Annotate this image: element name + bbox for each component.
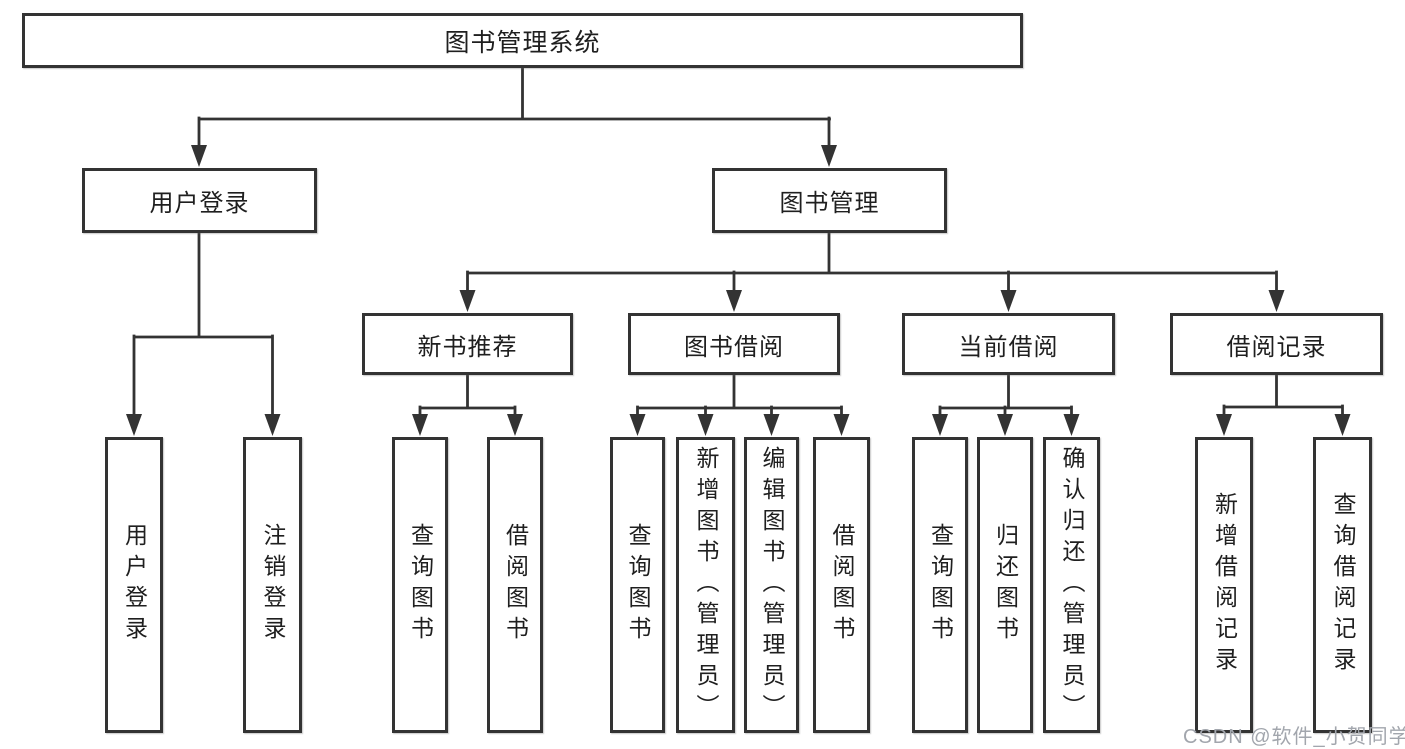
leaf-add-book-admin: 新增图书（管理员） bbox=[676, 437, 735, 733]
node-user-login: 用户登录 bbox=[82, 168, 317, 233]
csdn-watermark: CSDN @软件_小贺同学 bbox=[1183, 726, 1405, 748]
leaf-query-books-borrow: 查询图书 bbox=[610, 437, 665, 733]
leaf-borrow-books-recommend: 借阅图书 bbox=[487, 437, 543, 733]
leaf-user-login: 用户登录 bbox=[105, 437, 163, 733]
leaf-label: 注销登录 bbox=[260, 523, 286, 647]
node-label: 图书管理系统 bbox=[444, 28, 601, 57]
node-label: 借阅记录 bbox=[1226, 333, 1327, 361]
leaf-edit-book-admin: 编辑图书（管理员） bbox=[744, 437, 799, 733]
leaf-query-books-current: 查询图书 bbox=[912, 437, 968, 733]
leaf-add-borrow-record: 新增借阅记录 bbox=[1195, 437, 1253, 733]
arrowheads bbox=[126, 145, 1351, 436]
node-library-system: 图书管理系统 bbox=[22, 13, 1023, 68]
leaf-query-borrow-record: 查询借阅记录 bbox=[1313, 437, 1372, 733]
leaf-label: 新增借阅记录 bbox=[1211, 492, 1238, 678]
node-current-borrow: 当前借阅 bbox=[902, 313, 1115, 375]
node-label: 当前借阅 bbox=[958, 333, 1059, 361]
leaf-label: 查询借阅记录 bbox=[1330, 492, 1356, 678]
leaf-label: 查询图书 bbox=[407, 523, 434, 647]
leaf-return-book: 归还图书 bbox=[977, 437, 1033, 733]
node-book-borrow: 图书借阅 bbox=[628, 313, 840, 375]
leaf-logout: 注销登录 bbox=[243, 437, 302, 733]
connector-path bbox=[132, 64, 1344, 419]
node-label: 新书推荐 bbox=[417, 333, 518, 361]
leaf-label: 新增图书（管理员） bbox=[693, 445, 719, 725]
leaf-label: 编辑图书（管理员） bbox=[759, 445, 785, 725]
leaf-query-books-recommend: 查询图书 bbox=[392, 437, 448, 733]
node-label: 图书管理 bbox=[779, 190, 880, 217]
leaf-label: 借阅图书 bbox=[829, 523, 855, 647]
node-label: 用户登录 bbox=[149, 190, 250, 217]
leaf-label: 确认归还（管理员） bbox=[1059, 445, 1085, 725]
node-new-book-recommend: 新书推荐 bbox=[362, 313, 573, 375]
leaf-label: 归还图书 bbox=[992, 523, 1019, 647]
leaf-confirm-return-admin: 确认归还（管理员） bbox=[1043, 437, 1100, 733]
leaf-label: 查询图书 bbox=[927, 523, 954, 647]
leaf-borrow-books: 借阅图书 bbox=[813, 437, 870, 733]
node-borrow-records: 借阅记录 bbox=[1170, 313, 1383, 375]
node-book-management: 图书管理 bbox=[712, 168, 947, 233]
node-label: 图书借阅 bbox=[684, 333, 784, 361]
leaf-label: 借阅图书 bbox=[502, 523, 529, 647]
leaf-label: 查询图书 bbox=[625, 523, 651, 647]
leaf-label: 用户登录 bbox=[121, 523, 148, 647]
